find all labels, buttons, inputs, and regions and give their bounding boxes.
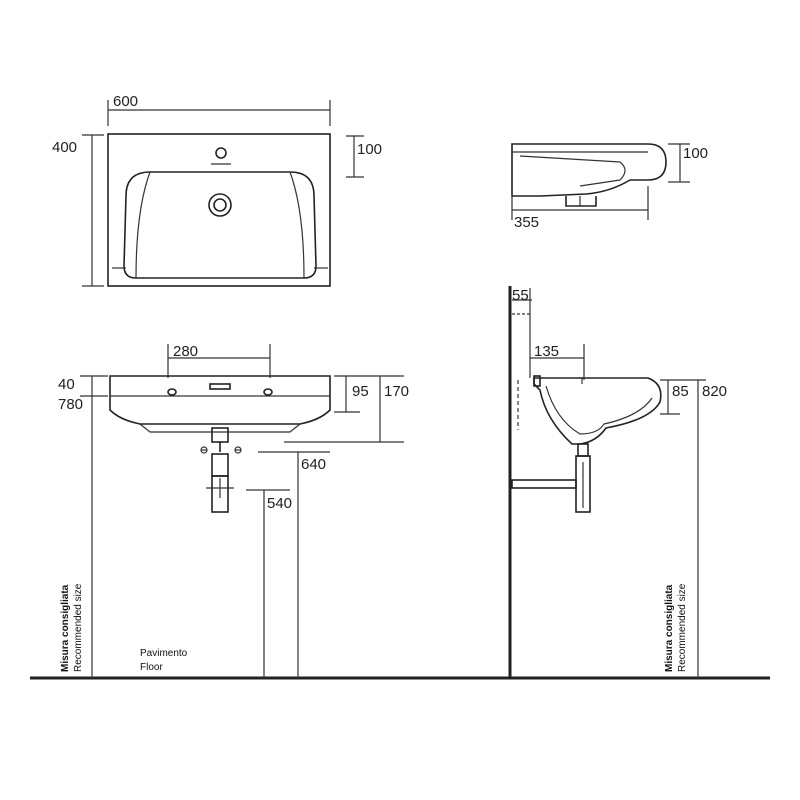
side-top-height-label: 100 (683, 145, 708, 162)
waste-height-label: 640 (301, 456, 326, 473)
side-recommended-label-en: Recommended size (677, 583, 688, 672)
overall-depth-label: 170 (384, 383, 409, 400)
tap-offset-label: 100 (357, 141, 382, 158)
floor-label-it: Pavimento (140, 648, 188, 659)
side-view: 55 135 85 820 Misura consigliata Recomme… (508, 286, 727, 678)
side-overall-height-label: 820 (702, 383, 727, 400)
bowl-depth-label: 95 (352, 383, 369, 400)
side-top-projection-label: 355 (514, 214, 539, 231)
basin-side-profile (533, 377, 662, 445)
drain-top (208, 193, 232, 217)
floor-label-en: Floor (140, 662, 163, 673)
top-width-label: 600 (113, 93, 138, 110)
waste-outlet (211, 427, 229, 443)
top-view: 600 400 100 (52, 93, 382, 287)
rim-height-label: 780 (58, 396, 83, 413)
tap-hole (215, 147, 227, 159)
tap-spacing-label: 280 (173, 343, 198, 360)
top-depth-label: 400 (52, 139, 77, 156)
rim-offset-label: 40 (58, 376, 75, 393)
wall-offset-label: 55 (512, 287, 529, 304)
side-projection-label: 135 (534, 343, 559, 360)
side-bowl-depth-label: 85 (672, 383, 689, 400)
recommended-label-it: Misura consigliata (60, 584, 71, 672)
basin-top-outline (107, 133, 331, 287)
trap-pipe (211, 475, 229, 513)
side-view-top: 100 355 (511, 143, 708, 231)
side-recommended-label-it: Misura consigliata (664, 584, 675, 672)
side-waste-pipe (511, 479, 577, 489)
recommended-label-en: Recommended size (73, 583, 84, 672)
front-view: 280 40 780 95 170 64 (30, 343, 770, 680)
trap-height-label: 540 (267, 495, 292, 512)
basin-side-outline (511, 143, 667, 197)
bowl-top-outline (123, 171, 317, 279)
